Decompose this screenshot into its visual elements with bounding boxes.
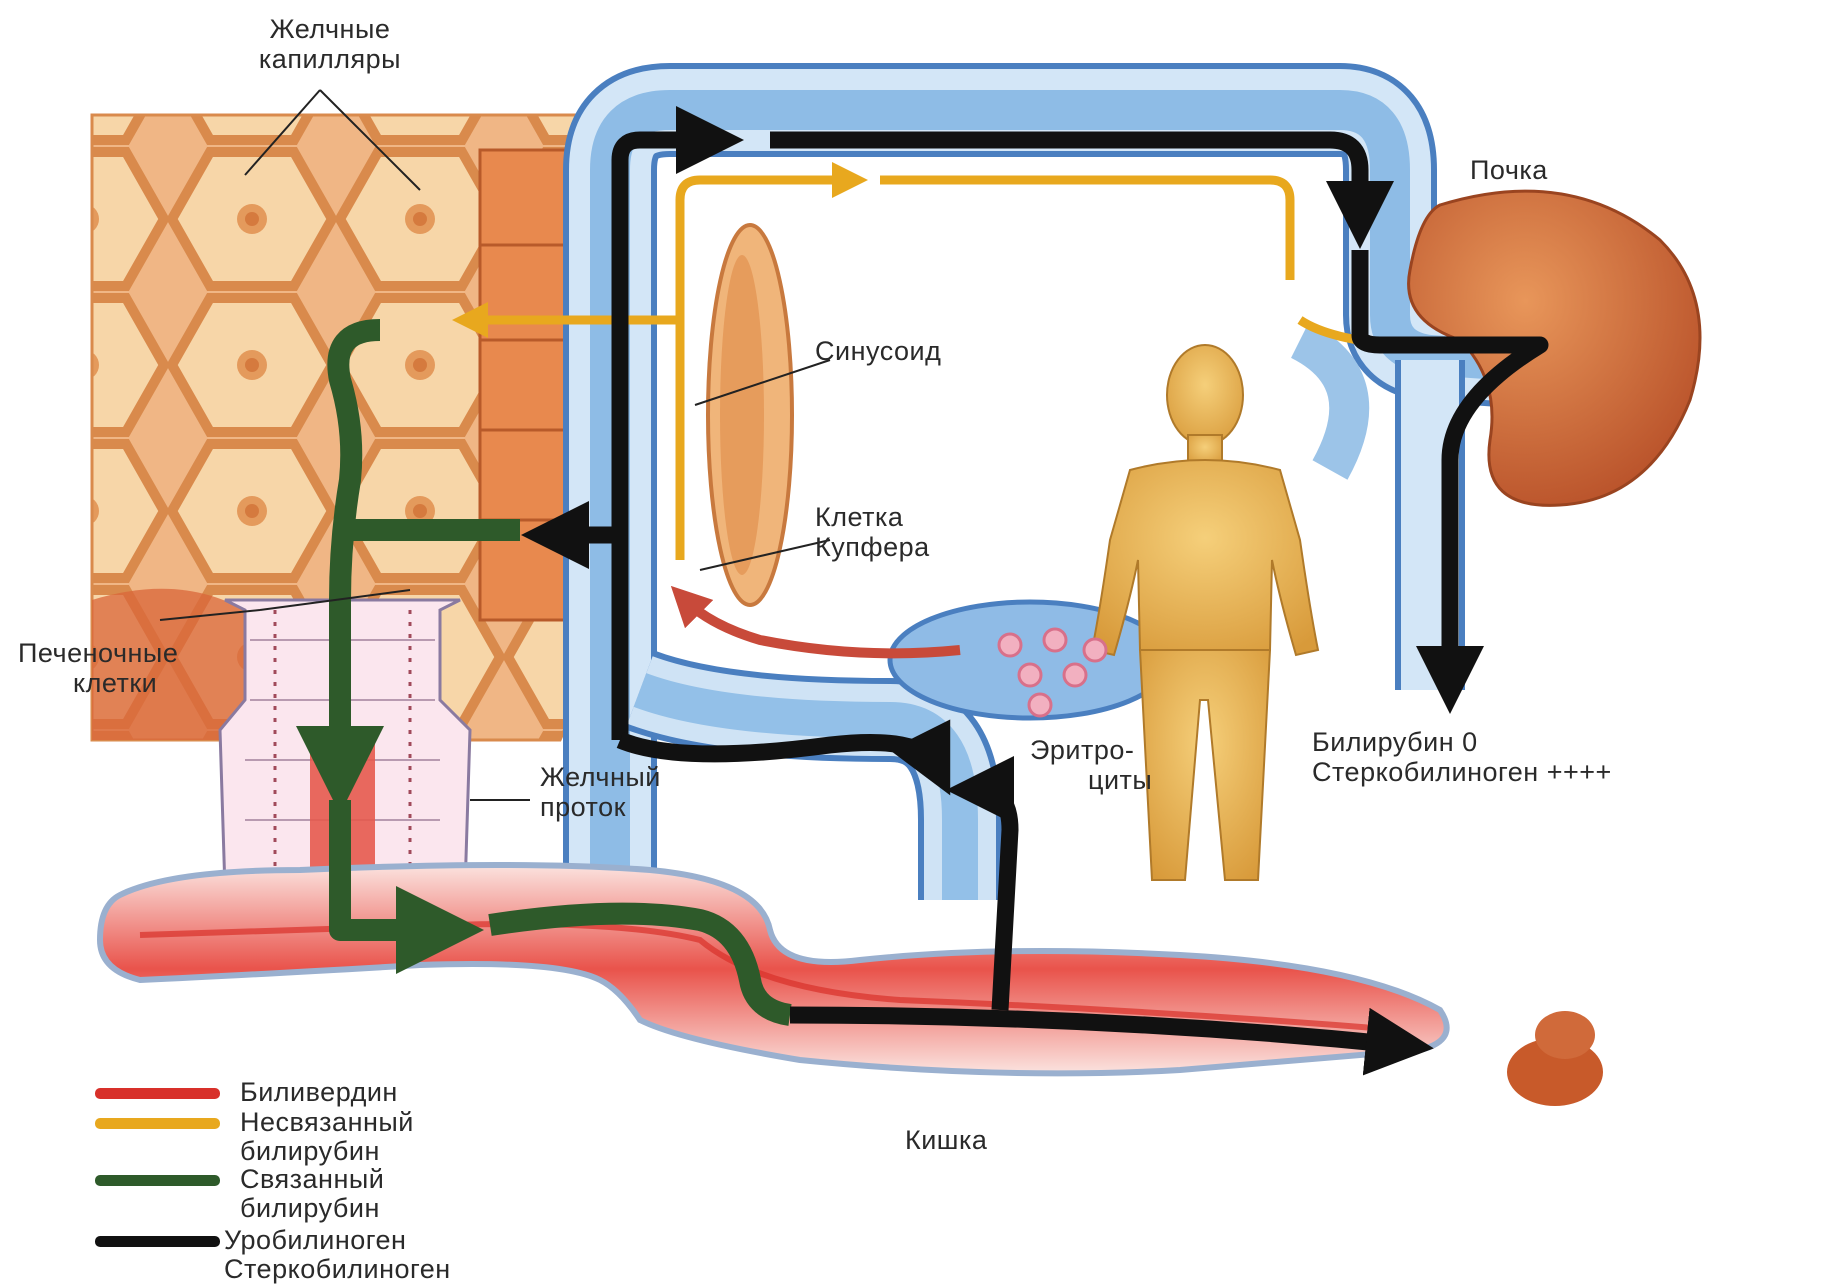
erythrocytes-label: Эритро- циты xyxy=(1030,735,1152,795)
sinusoid-label: Синусоид xyxy=(815,336,941,366)
legend-swatch-bound-bilirubin xyxy=(95,1175,220,1186)
intestine xyxy=(100,865,1447,1073)
stool xyxy=(1507,1011,1603,1106)
liver-cells-label: Печеночные клетки xyxy=(18,638,178,698)
legend-item-unbound-bilirubin: Несвязанный билирубин xyxy=(95,1108,414,1166)
legend-item-urobilinogen: Уробилиноген Стеркобилиноген xyxy=(95,1226,451,1284)
kupffer-cell-label: Клетка Купфера xyxy=(815,502,930,562)
legend-swatch-unbound-bilirubin xyxy=(95,1118,220,1129)
bile-duct-label: Желчный проток xyxy=(540,762,661,822)
intestine-label: Кишка xyxy=(905,1125,987,1155)
legend-swatch-urobilinogen xyxy=(95,1236,220,1247)
legend-item-biliverdin: Биливердин xyxy=(95,1078,398,1107)
kidney-label: Почка xyxy=(1470,155,1548,185)
human-figure xyxy=(1092,345,1318,880)
urine-content-label: Билирубин 0 Стеркобилиноген ++++ xyxy=(1312,727,1612,787)
sinusoid xyxy=(708,225,792,605)
legend-swatch-biliverdin xyxy=(95,1088,220,1099)
liver-cell-column xyxy=(480,150,572,620)
legend-item-bound-bilirubin: Связанный билирубин xyxy=(95,1165,384,1223)
bile-capillaries-label: Желчные капилляры xyxy=(215,14,445,74)
